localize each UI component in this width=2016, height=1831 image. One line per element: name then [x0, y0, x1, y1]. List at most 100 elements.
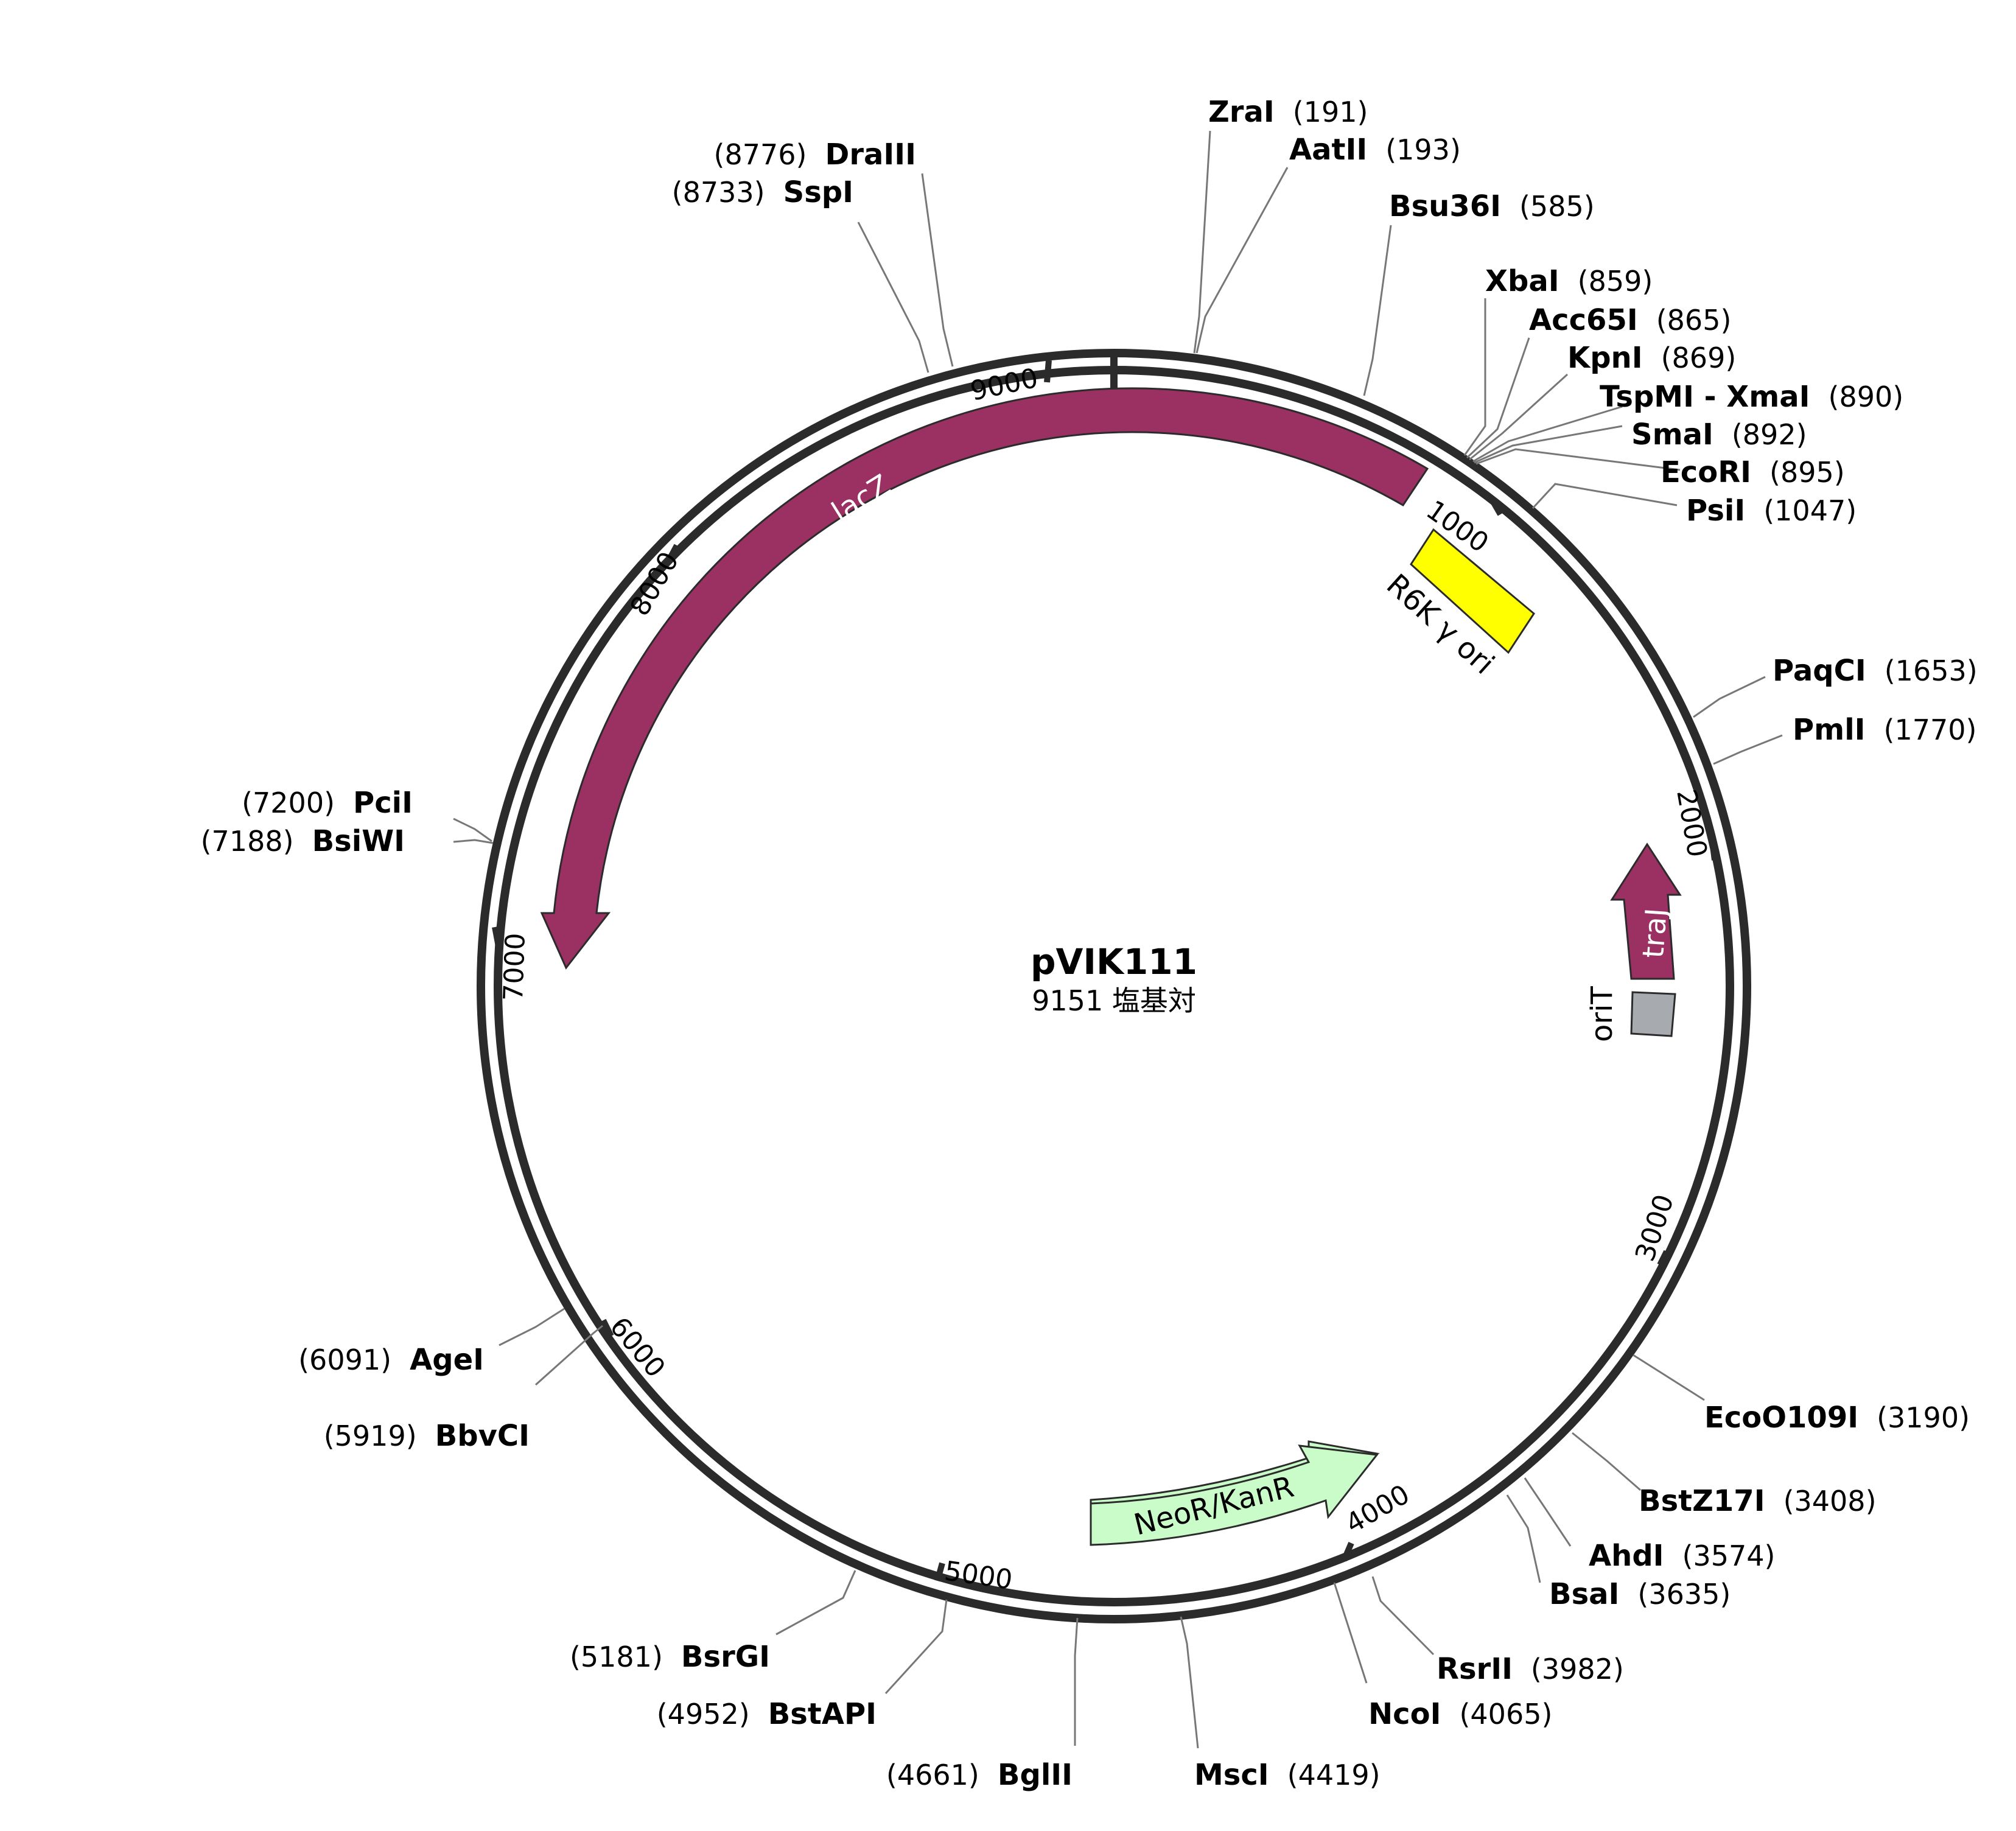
site-draiii-pos: (8776) [714, 138, 807, 171]
site-bbvci-enzyme: BbvCI [435, 1419, 530, 1453]
site-zrai: ZraI (191) [1208, 95, 1368, 129]
site-aatii: AatII (193) [1289, 133, 1461, 167]
site-bbvci-pos: (5919) [324, 1420, 417, 1452]
site-paqci-pos: (1653) [1885, 654, 1978, 687]
site-agei: (6091) AgeI [298, 1343, 484, 1377]
site-pmli-enzyme: PmlI [1793, 713, 1866, 747]
site-bsrgi-pos: (5181) [570, 1640, 663, 1673]
site-leader-lines [453, 130, 1783, 1749]
site-ahdi: AhdI (3574) [1589, 1539, 1776, 1573]
site-tspmi-xmai-enzyme: TspMI - XmaI [1600, 380, 1810, 414]
site-msci: MscI (4419) [1194, 1758, 1381, 1792]
site-acc65i-pos: (865) [1656, 304, 1732, 337]
site-rsrii-pos: (3982) [1531, 1653, 1624, 1686]
site-bsiwi-pos: (7188) [201, 825, 294, 858]
site-acc65i-enzyme: Acc65I [1529, 303, 1638, 337]
site-sspi-enzyme: SspI [783, 175, 853, 209]
site-zrai-enzyme: ZraI [1208, 95, 1275, 129]
site-tspmi-xmai: TspMI - XmaI (890) [1600, 380, 1903, 414]
site-xbai-enzyme: XbaI [1485, 264, 1559, 298]
plasmid-name: pVIK111 [1031, 941, 1197, 982]
orit-box [1630, 991, 1676, 1037]
site-rsrii-enzyme: RsrII [1437, 1652, 1513, 1686]
neor-kanr-feature-body [1090, 1444, 1379, 1546]
site-bsai-enzyme: BsaI [1549, 1577, 1619, 1611]
site-kpni-enzyme: KpnI [1567, 341, 1643, 375]
site-xbai-pos: (859) [1578, 265, 1653, 298]
r6k-gamma-ori-box [1410, 528, 1535, 654]
site-kpni-pos: (869) [1661, 341, 1737, 374]
site-bglii-pos: (4661) [886, 1759, 979, 1791]
site-bbvci: (5919) BbvCI [324, 1419, 530, 1453]
site-bstapi-enzyme: BstAPI [768, 1697, 877, 1731]
site-ahdi-pos: (3574) [1682, 1539, 1776, 1572]
site-draiii-enzyme: DraIII [825, 138, 916, 172]
site-ncoi-pos: (4065) [1459, 1698, 1552, 1731]
site-psii-pos: (1047) [1763, 494, 1857, 527]
site-paqci-enzyme: PaqCI [1773, 654, 1866, 688]
site-agei-pos: (6091) [298, 1343, 391, 1376]
site-ecoo109i-enzyme: EcoO109I [1704, 1401, 1858, 1435]
site-bstz17i: BstZ17I (3408) [1639, 1484, 1877, 1518]
site-ncoi: NcoI (4065) [1368, 1697, 1552, 1731]
site-pcii-pos: (7200) [242, 786, 335, 819]
lacz-feature-arrow [540, 387, 1429, 970]
site-bsiwi: (7188) BsiWI [201, 824, 405, 858]
site-pcii: (7200) PciI [242, 786, 413, 820]
site-pmli-pos: (1770) [1884, 713, 1977, 746]
site-aatii-pos: (193) [1385, 133, 1461, 166]
site-ecori-enzyme: EcoRI [1661, 455, 1751, 489]
site-ecoo109i: EcoO109I (3190) [1704, 1401, 1970, 1435]
site-psii: PsiI (1047) [1686, 494, 1857, 528]
site-bsai: BsaI (3635) [1549, 1577, 1731, 1611]
site-bstz17i-enzyme: BstZ17I [1639, 1484, 1765, 1518]
site-aatii-enzyme: AatII [1289, 133, 1367, 167]
site-bglii-enzyme: BglII [998, 1758, 1073, 1792]
site-psii-enzyme: PsiI [1686, 494, 1745, 528]
tick-label-7000: 7000 [498, 933, 531, 1002]
trai-feature-arrow [1610, 842, 1682, 980]
site-smai-enzyme: SmaI [1631, 418, 1713, 452]
site-bglii: (4661) BglII [886, 1758, 1073, 1792]
site-ecoo109i-pos: (3190) [1877, 1401, 1970, 1434]
site-agei-enzyme: AgeI [410, 1343, 484, 1377]
site-bstapi-pos: (4952) [657, 1698, 750, 1731]
site-msci-pos: (4419) [1287, 1759, 1381, 1791]
site-bsiwi-enzyme: BsiWI [312, 824, 405, 858]
site-paqci: PaqCI (1653) [1773, 654, 1978, 688]
site-ncoi-enzyme: NcoI [1368, 1697, 1441, 1731]
backbone [477, 349, 1751, 1623]
site-bsrgi: (5181) BsrGI [570, 1640, 770, 1674]
site-draiii: (8776) DraIII [714, 138, 916, 172]
site-zrai-pos: (191) [1293, 96, 1368, 128]
site-ahdi-enzyme: AhdI [1589, 1539, 1664, 1573]
site-bsu36i-enzyme: Bsu36I [1389, 189, 1501, 223]
site-bsu36i: Bsu36I (585) [1389, 189, 1595, 223]
site-smai-pos: (892) [1732, 418, 1807, 451]
site-sspi-pos: (8733) [672, 176, 765, 209]
site-pmli: PmlI (1770) [1793, 713, 1976, 747]
site-ecori: EcoRI (895) [1661, 455, 1845, 489]
site-bstapi: (4952) BstAPI [657, 1697, 877, 1731]
site-sspi: (8733) SspI [672, 175, 853, 209]
restriction-sites: ZraI (191) AatII (193) Bsu36I (585) XbaI (85… [201, 95, 1978, 1792]
site-bstz17i-pos: (3408) [1783, 1485, 1877, 1518]
site-bsrgi-enzyme: BsrGI [681, 1640, 770, 1674]
site-bsu36i-pos: (585) [1519, 190, 1595, 223]
plasmid-length: 9151 塩基対 [1032, 984, 1196, 1017]
site-tspmi-xmai-pos: (890) [1829, 380, 1904, 413]
site-kpni: KpnI (869) [1567, 341, 1736, 375]
site-pcii-enzyme: PciI [353, 786, 413, 820]
traj-label: traJ [1636, 907, 1674, 959]
site-msci-enzyme: MscI [1194, 1758, 1269, 1792]
tick-label-5000: 5000 [942, 1555, 1014, 1595]
orit-label: oriT [1585, 986, 1619, 1042]
tick-label-2000: 2000 [1670, 787, 1713, 859]
site-ecori-pos: (895) [1769, 456, 1845, 489]
site-bsai-pos: (3635) [1637, 1578, 1731, 1611]
site-smai: SmaI (892) [1631, 418, 1807, 452]
site-xbai: XbaI (859) [1485, 264, 1653, 298]
site-acc65i: Acc65I (865) [1529, 303, 1731, 337]
site-rsrii: RsrII (3982) [1437, 1652, 1624, 1686]
